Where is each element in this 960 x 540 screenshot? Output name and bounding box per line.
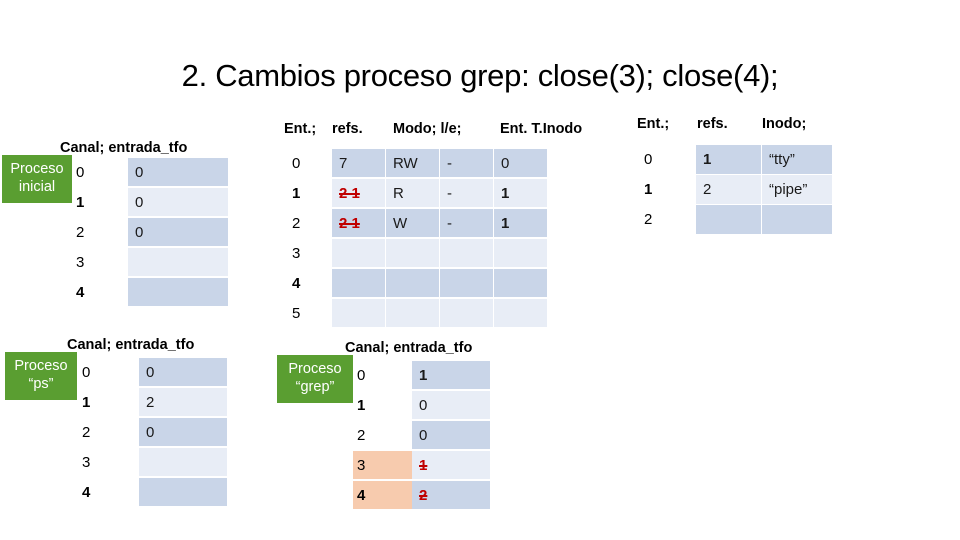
row-label: 2 [357,426,366,444]
cell-modo [386,239,439,267]
row-label: 0 [292,154,301,172]
cell-inodo: 1 [494,209,547,237]
cell-value-struck: 1 [419,456,428,474]
table-cell: 0 [412,391,490,419]
cell-modo [386,269,439,297]
badge-line-1: Proceso [14,358,68,375]
badge-line-2: “grep” [295,379,335,395]
row-label: 0 [82,363,91,381]
badge-proceso-grep: Proceso “grep” [277,355,353,403]
badge-line-2: inicial [18,179,56,195]
cell-le [440,299,493,327]
cell-refs: 2 1 [332,209,385,237]
row-label: 1 [292,184,301,202]
cell-inodo: “tty” [762,145,832,174]
table-cell [128,278,228,306]
table-cell: 0 [128,218,228,246]
cell-value-struck: 2 [419,486,428,504]
row-label: 2 [76,223,85,241]
cell-inodo: 1 [494,179,547,207]
cell-refs [332,269,385,297]
proceso-inicial-header: Canal; entrada_tfo [60,140,188,156]
page-title: 2. Cambios proceso grep: close(3); close… [181,58,779,93]
row-label: 3 [76,253,85,271]
row-label-highlighted: 4 [353,481,413,509]
cell-refs [332,239,385,267]
col-header-refs: refs. [697,116,728,132]
row-label: 4 [76,283,85,301]
badge-proceso-ps: Proceso “ps” [5,352,77,400]
table-cell [139,478,227,506]
cell-le: - [440,209,493,237]
table-cell: 0 [128,158,228,186]
row-label: 4 [82,483,91,501]
row-label: 1 [82,393,91,411]
row-label: 3 [82,453,91,471]
cell-inodo [494,269,547,297]
badge-line-1: Proceso [10,161,64,178]
cell-modo: W [386,209,439,237]
table-cell: 2 [139,388,227,416]
col-header-refs: refs. [332,121,363,137]
col-header-ent-tinodo: Ent. T.Inodo [500,121,583,137]
row-label: 3 [292,244,301,262]
table-cell: 0 [139,418,227,446]
table-cell: 2 [412,481,490,509]
table-cell: 0 [139,358,227,386]
row-label: 1 [357,396,366,414]
cell-inodo [494,239,547,267]
cell-le [440,269,493,297]
cell-refs-struck: 2 1 [339,214,360,232]
table-cell [139,448,227,476]
cell-refs: 2 1 [332,179,385,207]
cell-refs: 2 [696,175,761,204]
cell-inodo [494,299,547,327]
badge-proceso-inicial: Proceso inicial [2,155,72,203]
cell-inodo: 0 [494,149,547,177]
badge-line-2: “ps” [28,376,54,392]
row-label-highlighted: 3 [353,451,413,479]
row-label: 5 [292,304,301,322]
cell-modo: RW [386,149,439,177]
cell-modo [386,299,439,327]
cell-inodo [762,205,832,234]
cell-le: - [440,179,493,207]
cell-le [440,239,493,267]
cell-refs [332,299,385,327]
proceso-ps-header: Canal; entrada_tfo [67,337,195,353]
table-cell: 0 [128,188,228,216]
table-cell: 1 [412,451,490,479]
cell-inodo: “pipe” [762,175,832,204]
row-label: 0 [644,151,653,168]
cell-le: - [440,149,493,177]
row-label: 2 [292,214,301,232]
cell-refs-struck: 2 1 [339,184,360,202]
row-label: 0 [357,366,366,384]
cell-refs: 1 [696,145,761,174]
cell-refs [696,205,761,234]
table-cell: 0 [412,421,490,449]
badge-line-1: Proceso [288,361,342,378]
row-label: 2 [644,211,653,228]
cell-modo: R [386,179,439,207]
row-label: 1 [76,193,85,211]
row-label: 2 [82,423,91,441]
col-header-ent: Ent.; [284,121,317,137]
row-label: 0 [76,163,85,181]
table-cell [128,248,228,276]
row-label: 4 [292,274,301,292]
cell-refs: 7 [332,149,385,177]
col-header-ent: Ent.; [637,116,670,132]
col-header-inodo: Inodo; [762,116,807,132]
proceso-grep-header: Canal; entrada_tfo [345,340,473,356]
row-label: 1 [644,181,653,198]
col-header-modo: Modo; l/e; [393,121,462,137]
table-cell: 1 [412,361,490,389]
